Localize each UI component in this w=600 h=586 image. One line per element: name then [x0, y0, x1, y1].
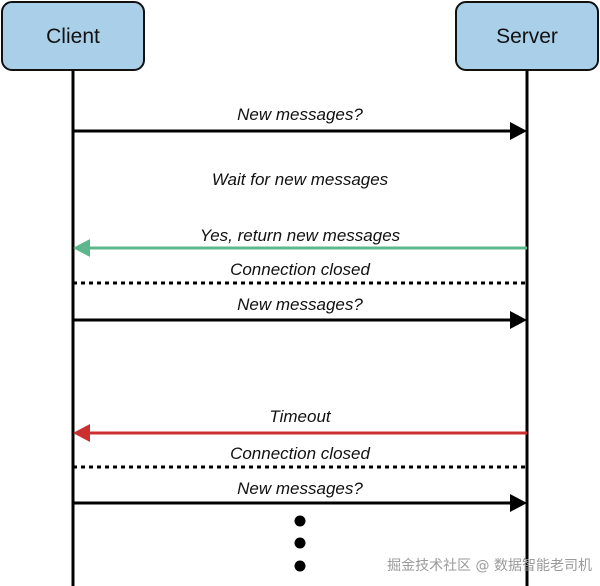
ellipsis-dot [294, 537, 306, 549]
response-label: Yes, return new messages [200, 226, 401, 245]
wait-label: Wait for new messages [212, 170, 389, 189]
request-label-1: New messages? [237, 105, 363, 124]
client-actor-label: Client [46, 25, 100, 48]
request-label-3: New messages? [237, 479, 363, 498]
connection-closed-label-1: Connection closed [230, 260, 370, 279]
continuation-ellipsis [294, 515, 306, 572]
request-arrowhead-1 [510, 122, 527, 140]
timeout-label: Timeout [269, 407, 332, 426]
client-actor-box [1, 1, 145, 71]
request-label-2: New messages? [237, 295, 363, 314]
request-arrowhead-2 [510, 311, 527, 329]
server-actor: Server [455, 1, 599, 71]
request-arrowhead-3 [510, 494, 527, 512]
response-arrowhead [73, 239, 90, 257]
server-actor-label: Server [496, 25, 558, 48]
connection-closed-label-2: Connection closed [230, 444, 370, 463]
ellipsis-dot [294, 560, 306, 572]
watermark: 掘金技术社区 @ 数据智能老司机 [387, 558, 592, 574]
server-actor-box [455, 1, 599, 71]
client-actor: Client [1, 1, 145, 71]
ellipsis-dot [294, 515, 306, 527]
timeout-arrowhead [73, 424, 90, 442]
